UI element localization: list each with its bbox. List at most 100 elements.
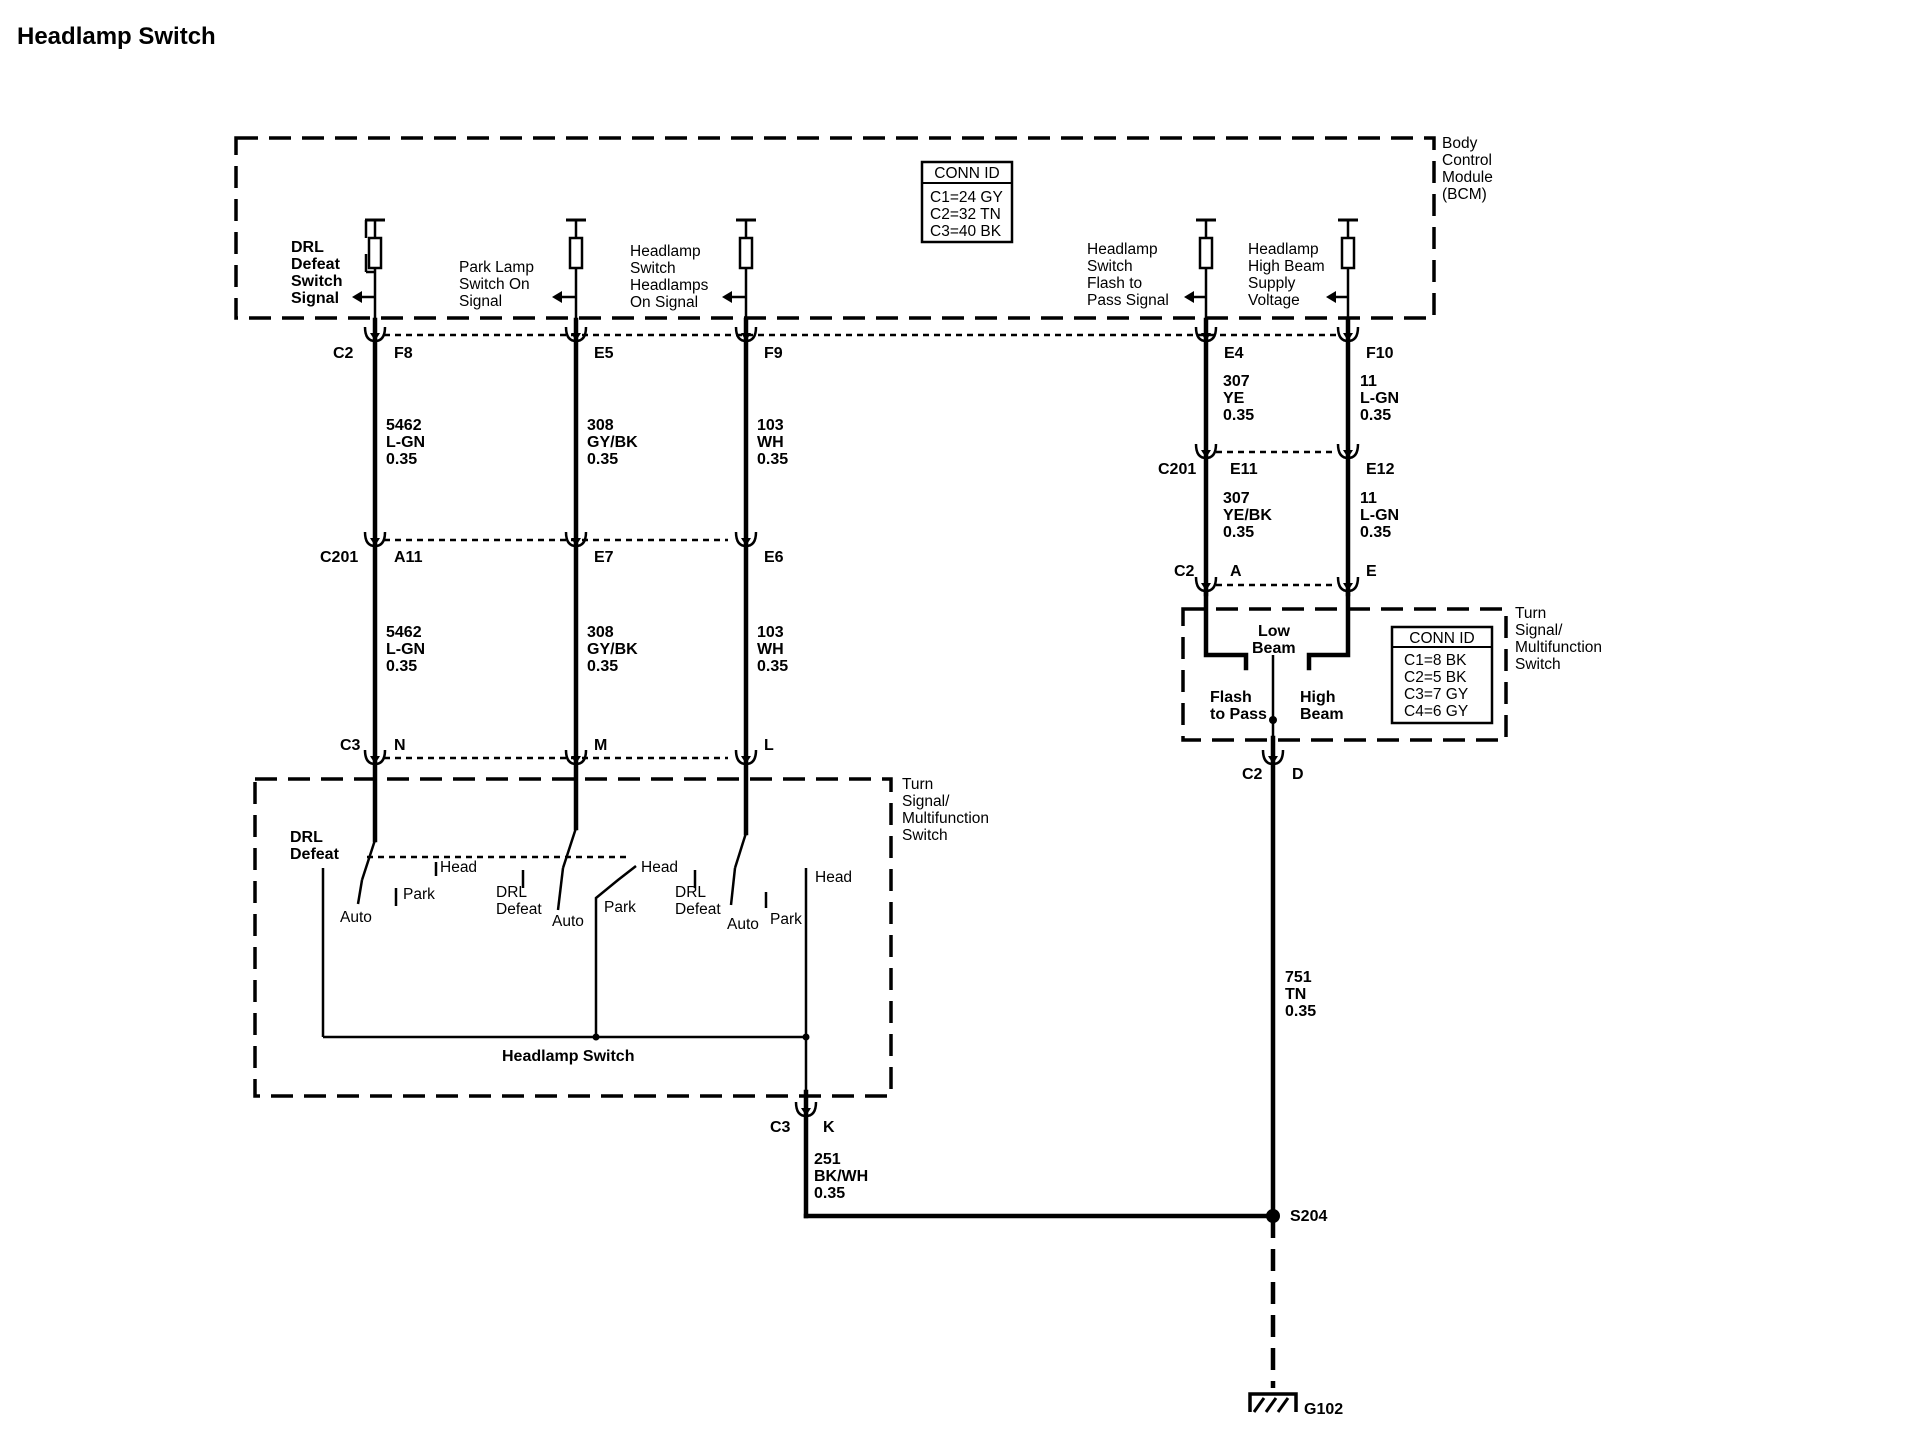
bcm-circuit-f8 bbox=[364, 220, 375, 274]
connector-pin-icon bbox=[571, 538, 581, 546]
park-position-2: Park bbox=[604, 899, 636, 916]
arrow-left-icon bbox=[1326, 291, 1336, 303]
wires bbox=[372, 317, 1351, 1388]
conn-id-row: C3=40 BK bbox=[930, 223, 1002, 240]
bcm-drop-f9 bbox=[722, 218, 756, 320]
bcm-label: Body Control Module (BCM) bbox=[1442, 135, 1497, 203]
pin-e4: E4 bbox=[1224, 345, 1244, 362]
bcm-drop-e5 bbox=[552, 218, 586, 320]
auto-position-3: Auto bbox=[727, 916, 759, 933]
resistor-icon bbox=[738, 236, 754, 270]
connector-pin-icon bbox=[1201, 450, 1211, 458]
bcm-drops bbox=[352, 218, 1358, 320]
splice-dot bbox=[1266, 1209, 1280, 1223]
headlamp-switch: Turn Signal/ Multifunction Switch DRL De bbox=[253, 776, 993, 1098]
conn-id-row: C4=6 GY bbox=[1404, 703, 1468, 720]
pin-f8: F8 bbox=[394, 345, 413, 362]
connector-c201-label: C201 bbox=[320, 549, 358, 566]
drl-defeat-position-1: DRL Defeat bbox=[290, 829, 340, 863]
resistor-icon bbox=[568, 236, 584, 270]
resistor-icon bbox=[1198, 236, 1214, 270]
resistor-icon bbox=[1340, 236, 1356, 270]
splice-s204: S204 bbox=[1290, 1208, 1327, 1225]
pin-f9: F9 bbox=[764, 345, 783, 362]
switch-blade-drl bbox=[360, 839, 377, 881]
auto-position-2: Auto bbox=[552, 913, 584, 930]
connector-pin-icon bbox=[370, 538, 380, 546]
turn-switch-right-boundary bbox=[1181, 607, 1508, 742]
arrow-left-icon bbox=[1184, 291, 1194, 303]
bcm-drop-f10 bbox=[1326, 218, 1358, 320]
connector-pin-icon bbox=[741, 538, 751, 546]
turn-switch-left-label: Turn Signal/ Multifunction Switch bbox=[902, 776, 993, 844]
connector-pin-icon bbox=[1201, 333, 1211, 341]
arrow-left-icon bbox=[722, 291, 732, 303]
connector-c3-label: C3 bbox=[340, 737, 361, 754]
ground-symbol bbox=[1248, 1392, 1298, 1413]
bcm-boundary bbox=[234, 136, 1436, 320]
flash-to-pass-contact bbox=[1203, 591, 1249, 671]
switch-blade-park bbox=[561, 827, 578, 869]
pin-f10: F10 bbox=[1366, 345, 1394, 362]
headlamp-switch-label: Headlamp Switch bbox=[502, 1048, 634, 1065]
headlamp-switch-boundary bbox=[253, 777, 893, 1098]
connector-c2-label: C2 bbox=[333, 345, 354, 362]
pin-e5: E5 bbox=[594, 345, 614, 362]
connector-pin-icon bbox=[1201, 583, 1211, 591]
ground-g102: G102 bbox=[1304, 1401, 1343, 1418]
arrow-left-icon bbox=[552, 291, 562, 303]
connector-pin-icon bbox=[571, 756, 581, 764]
connector-c3-k-label: C3 bbox=[770, 1119, 791, 1136]
turn-switch-right: Turn Signal/ Multifunction Switch CONN I… bbox=[1181, 591, 1606, 745]
turn-switch-conn-id-table: CONN ID C1=8 BK C2=5 BK C3=7 GY C4=6 GY bbox=[1390, 625, 1494, 725]
connector-pin-icon bbox=[741, 333, 751, 341]
connector-pin-icon bbox=[801, 1108, 811, 1116]
pin-k: K bbox=[823, 1119, 835, 1136]
connector-pin-icon bbox=[370, 756, 380, 764]
drl-defeat-signal-label: DRL Defeat Switch Signal bbox=[291, 239, 347, 307]
drl-defeat-position-2: DRL Defeat bbox=[496, 884, 542, 918]
conn-id-row: C2=32 TN bbox=[930, 206, 1001, 223]
pin-a: A bbox=[1230, 563, 1242, 580]
connector-pin-icon bbox=[1268, 756, 1278, 764]
bcm-drop-e4 bbox=[1184, 218, 1216, 320]
pin-e6: E6 bbox=[764, 549, 784, 566]
park-position-1: Park bbox=[403, 886, 435, 903]
bcm-conn-id-table: CONN ID C1=24 GY C2=32 TN C3=40 BK bbox=[920, 160, 1014, 244]
flash-to-pass-signal-label: Headlamp Switch Flash to Pass Signal bbox=[1087, 241, 1169, 309]
bcm-module: Body Control Module (BCM) CONN ID C1=24 … bbox=[234, 135, 1497, 320]
switch-blade-head bbox=[733, 832, 748, 869]
head-position-3: Head bbox=[815, 869, 852, 886]
connector-symbols bbox=[363, 326, 1360, 1118]
connector-pin-icon bbox=[1343, 583, 1353, 591]
turn-switch-right-label: Turn Signal/ Multifunction Switch bbox=[1515, 605, 1606, 673]
connector-c2-d-label: C2 bbox=[1242, 766, 1263, 783]
conn-id-header: CONN ID bbox=[934, 165, 999, 182]
park-position-3: Park bbox=[770, 911, 802, 928]
pin-e11: E11 bbox=[1230, 461, 1258, 478]
page-title: Headlamp Switch bbox=[17, 23, 216, 50]
high-beam-contact bbox=[1306, 591, 1351, 671]
conn-id-row: C1=24 GY bbox=[930, 189, 1003, 206]
resistor-icon bbox=[367, 236, 383, 270]
pin-n: N bbox=[394, 737, 406, 754]
drl-defeat-position-3: DRL Defeat bbox=[675, 884, 721, 918]
connector-pin-icon bbox=[1343, 333, 1353, 341]
high-beam-label: High Beam bbox=[1300, 689, 1344, 723]
connector-pin-icon bbox=[370, 333, 380, 341]
low-beam-label: Low Beam bbox=[1252, 623, 1296, 657]
park-lamp-signal-label: Park Lamp Switch On Signal bbox=[459, 259, 538, 310]
connector-pin-icon bbox=[571, 333, 581, 341]
bcm-drop-f8 bbox=[352, 218, 385, 320]
head-position-1: Head bbox=[440, 859, 477, 876]
